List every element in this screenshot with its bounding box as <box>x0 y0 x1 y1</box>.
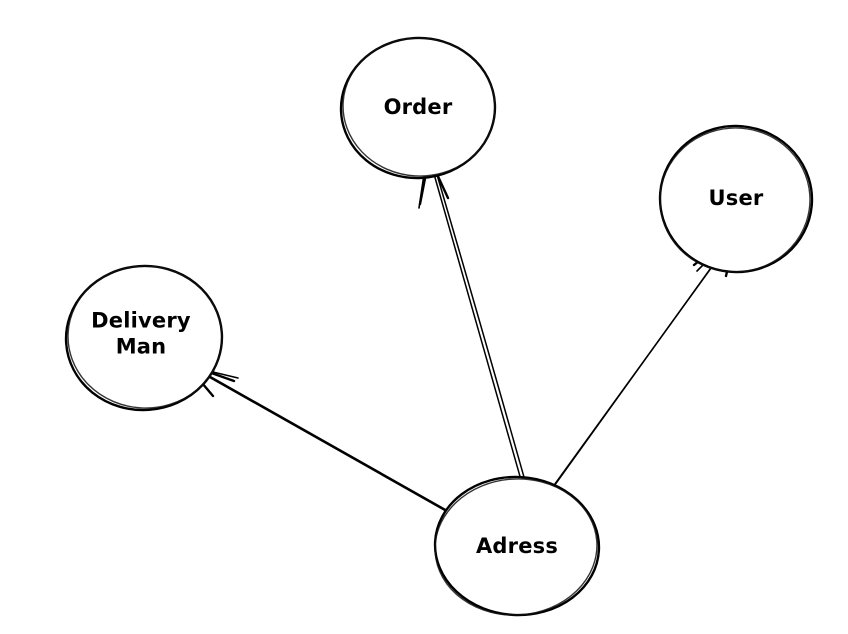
edge-shaft-secondary <box>432 160 534 510</box>
node-user[interactable] <box>654 120 818 279</box>
node-adress-ellipse <box>433 475 601 617</box>
edge-shaft-secondary <box>530 234 736 518</box>
node-order-ellipse-sketch <box>342 37 496 177</box>
edge-shaft-primary <box>185 362 479 530</box>
node-user-ellipse <box>658 124 814 274</box>
edge-adress-to-user[interactable] <box>530 230 738 518</box>
node-delivery-man-ellipse-sketch <box>67 265 223 409</box>
edge-shaft-primary <box>429 159 530 509</box>
node-order[interactable] <box>337 33 499 182</box>
edge-adress-to-delivery-man[interactable] <box>184 362 479 530</box>
edge-adress-to-order[interactable] <box>418 149 534 510</box>
node-user-ellipse-sketch <box>659 127 811 273</box>
node-delivery-man-ellipse <box>64 264 224 412</box>
node-adress[interactable] <box>430 473 602 621</box>
node-delivery-man[interactable] <box>61 261 227 416</box>
node-order-ellipse <box>339 36 497 180</box>
node-adress-ellipse-sketch <box>434 478 598 616</box>
